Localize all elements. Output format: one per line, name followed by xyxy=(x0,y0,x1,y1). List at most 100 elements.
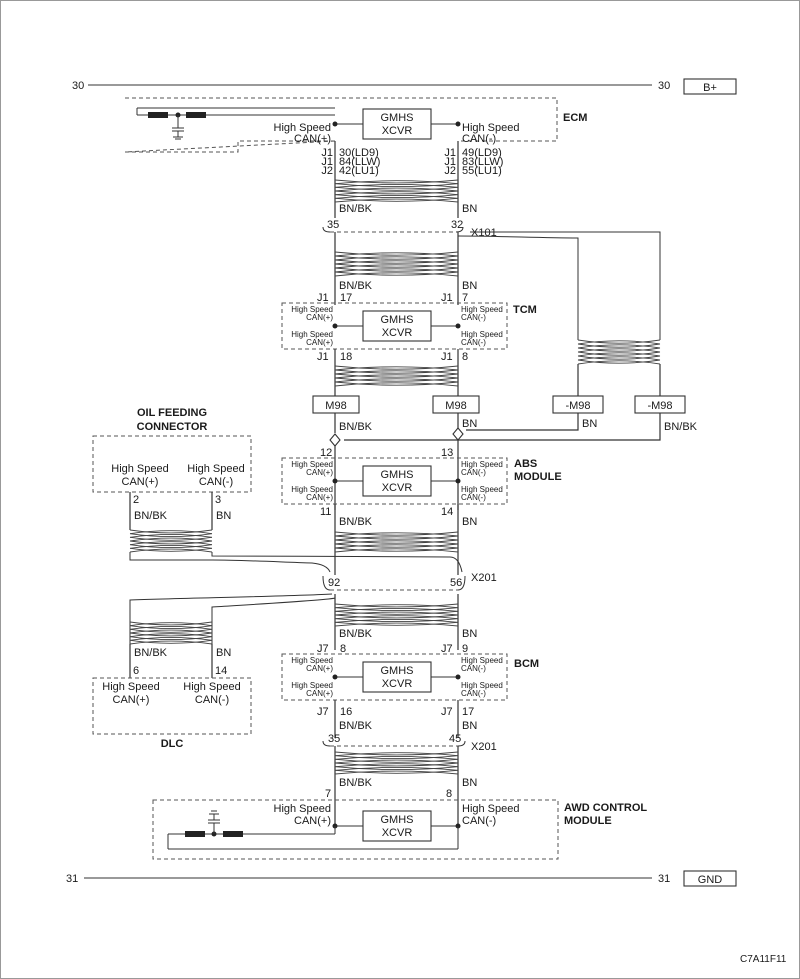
svg-text:CAN(-): CAN(-) xyxy=(461,493,486,502)
svg-text:J2: J2 xyxy=(444,165,456,177)
svg-text:BCM: BCM xyxy=(514,658,539,670)
svg-text:X101: X101 xyxy=(471,227,497,239)
svg-text:High Speed: High Speed xyxy=(461,330,503,339)
svg-text:J7: J7 xyxy=(317,706,329,718)
svg-text:High Speed: High Speed xyxy=(461,305,503,314)
tcm-module: J1 17 J1 7 GMHS XCVR High Speed CAN(+) H… xyxy=(281,292,537,363)
svg-text:CAN(-): CAN(-) xyxy=(461,664,486,673)
oil-feeding-connector: OIL FEEDING CONNECTOR High Speed CAN(+) … xyxy=(92,407,252,506)
svg-text:BN: BN xyxy=(462,280,477,292)
svg-text:31: 31 xyxy=(658,873,670,885)
svg-text:BN/BK: BN/BK xyxy=(664,421,698,433)
svg-text:CAN(-): CAN(-) xyxy=(461,338,486,347)
svg-text:High Speed: High Speed xyxy=(291,681,333,690)
svg-text:High Speed: High Speed xyxy=(461,656,503,665)
svg-text:GMHS: GMHS xyxy=(381,814,414,826)
svg-text:GMHS: GMHS xyxy=(381,112,414,124)
twisted-pair xyxy=(334,603,459,627)
rail-top-num-left: 30 xyxy=(72,80,84,92)
svg-text:BN: BN xyxy=(216,510,231,522)
svg-text:3: 3 xyxy=(215,494,221,506)
svg-text:BN: BN xyxy=(462,720,477,732)
svg-text:55(LU1): 55(LU1) xyxy=(462,165,502,177)
svg-text:CONNECTOR: CONNECTOR xyxy=(137,421,208,433)
svg-text:17: 17 xyxy=(340,292,352,304)
svg-text:CAN(+): CAN(+) xyxy=(306,468,333,477)
svg-text:14: 14 xyxy=(441,506,453,518)
svg-text:J1: J1 xyxy=(441,292,453,304)
svg-text:J1: J1 xyxy=(441,351,453,363)
twisted-pair xyxy=(334,251,459,277)
svg-text:18: 18 xyxy=(340,351,352,363)
svg-text:32: 32 xyxy=(451,219,463,231)
svg-text:J1: J1 xyxy=(317,292,329,304)
svg-text:92: 92 xyxy=(328,577,340,589)
svg-text:CAN(-): CAN(-) xyxy=(461,689,486,698)
svg-text:M98: M98 xyxy=(325,400,346,412)
awd-control-module: 7 8 High Speed CAN(+) High Speed CAN(-) … xyxy=(152,788,647,860)
abs-transceiver xyxy=(362,465,432,497)
svg-text:84(LLW): 84(LLW) xyxy=(339,156,380,168)
svg-text:BN/BK: BN/BK xyxy=(339,777,373,789)
svg-text:42(LU1): 42(LU1) xyxy=(339,165,379,177)
svg-text:BN: BN xyxy=(582,418,597,430)
svg-text:CAN(+): CAN(+) xyxy=(306,664,333,673)
dlc-connector: 6 14 High Speed CAN(+) High Speed CAN(-)… xyxy=(92,665,252,750)
svg-text:CAN(-): CAN(-) xyxy=(199,476,233,488)
twist-ecm-x101 xyxy=(334,179,459,203)
svg-text:BN: BN xyxy=(216,647,231,659)
svg-text:High Speed: High Speed xyxy=(274,803,332,815)
svg-text:6: 6 xyxy=(133,665,139,677)
svg-text:BN/BK: BN/BK xyxy=(339,516,373,528)
svg-text:2: 2 xyxy=(133,494,139,506)
svg-text:-M98: -M98 xyxy=(565,400,590,412)
power-rail-b-plus: 30 30 B+ xyxy=(72,78,737,95)
tcm-name: TCM xyxy=(513,304,537,316)
svg-text:BN/BK: BN/BK xyxy=(339,628,373,640)
svg-text:J7: J7 xyxy=(441,643,453,655)
ecm-name: ECM xyxy=(563,112,587,124)
svg-text:13: 13 xyxy=(441,447,453,459)
svg-text:8: 8 xyxy=(340,643,346,655)
svg-text:J1: J1 xyxy=(321,156,333,168)
twisted-pair xyxy=(129,621,213,645)
figure-code: C7A11F11 xyxy=(740,954,787,965)
svg-text:30(LD9): 30(LD9) xyxy=(339,147,379,159)
svg-text:BN/BK: BN/BK xyxy=(339,421,373,433)
svg-text:49(LD9): 49(LD9) xyxy=(462,147,502,159)
svg-text:16: 16 xyxy=(340,706,352,718)
svg-text:-M98: -M98 xyxy=(647,400,672,412)
svg-text:GMHS: GMHS xyxy=(381,665,414,677)
svg-text:ABS: ABS xyxy=(514,458,537,470)
svg-text:AWD CONTROL: AWD CONTROL xyxy=(564,802,647,814)
connector-x201-upper: 92 56 X201 xyxy=(322,572,497,591)
svg-text:CAN(+): CAN(+) xyxy=(306,493,333,502)
svg-text:8: 8 xyxy=(446,788,452,800)
svg-text:CAN(+): CAN(+) xyxy=(294,815,331,827)
tcm-transceiver xyxy=(362,310,432,342)
rail-top-num-right: 30 xyxy=(658,80,670,92)
svg-text:J7: J7 xyxy=(441,706,453,718)
svg-text:J2: J2 xyxy=(321,165,333,177)
svg-text:11: 11 xyxy=(320,506,331,518)
m98-connectors: M98 M98 -M98 -M98 xyxy=(312,395,686,414)
svg-text:CAN(-): CAN(-) xyxy=(461,468,486,477)
svg-text:GMHS: GMHS xyxy=(381,314,414,326)
abs-module: 12 13 GMHS XCVR High Speed CAN(+) High S… xyxy=(281,447,562,518)
svg-text:17: 17 xyxy=(462,706,474,718)
ecm-transceiver xyxy=(362,108,432,140)
svg-text:31: 31 xyxy=(66,873,78,885)
ground-rail: 31 31 GND xyxy=(66,870,737,887)
svg-text:High Speed: High Speed xyxy=(274,122,332,134)
svg-text:CAN(-): CAN(-) xyxy=(195,694,229,706)
svg-text:CAN(+): CAN(+) xyxy=(294,133,331,145)
svg-text:CAN(+): CAN(+) xyxy=(122,476,159,488)
svg-text:XCVR: XCVR xyxy=(382,678,413,690)
rail-top-label: B+ xyxy=(703,82,717,94)
twisted-pair xyxy=(334,751,459,775)
svg-text:45: 45 xyxy=(449,733,461,745)
svg-text:DLC: DLC xyxy=(161,738,184,750)
twisted-pair xyxy=(129,529,213,553)
svg-text:CAN(+): CAN(+) xyxy=(306,338,333,347)
